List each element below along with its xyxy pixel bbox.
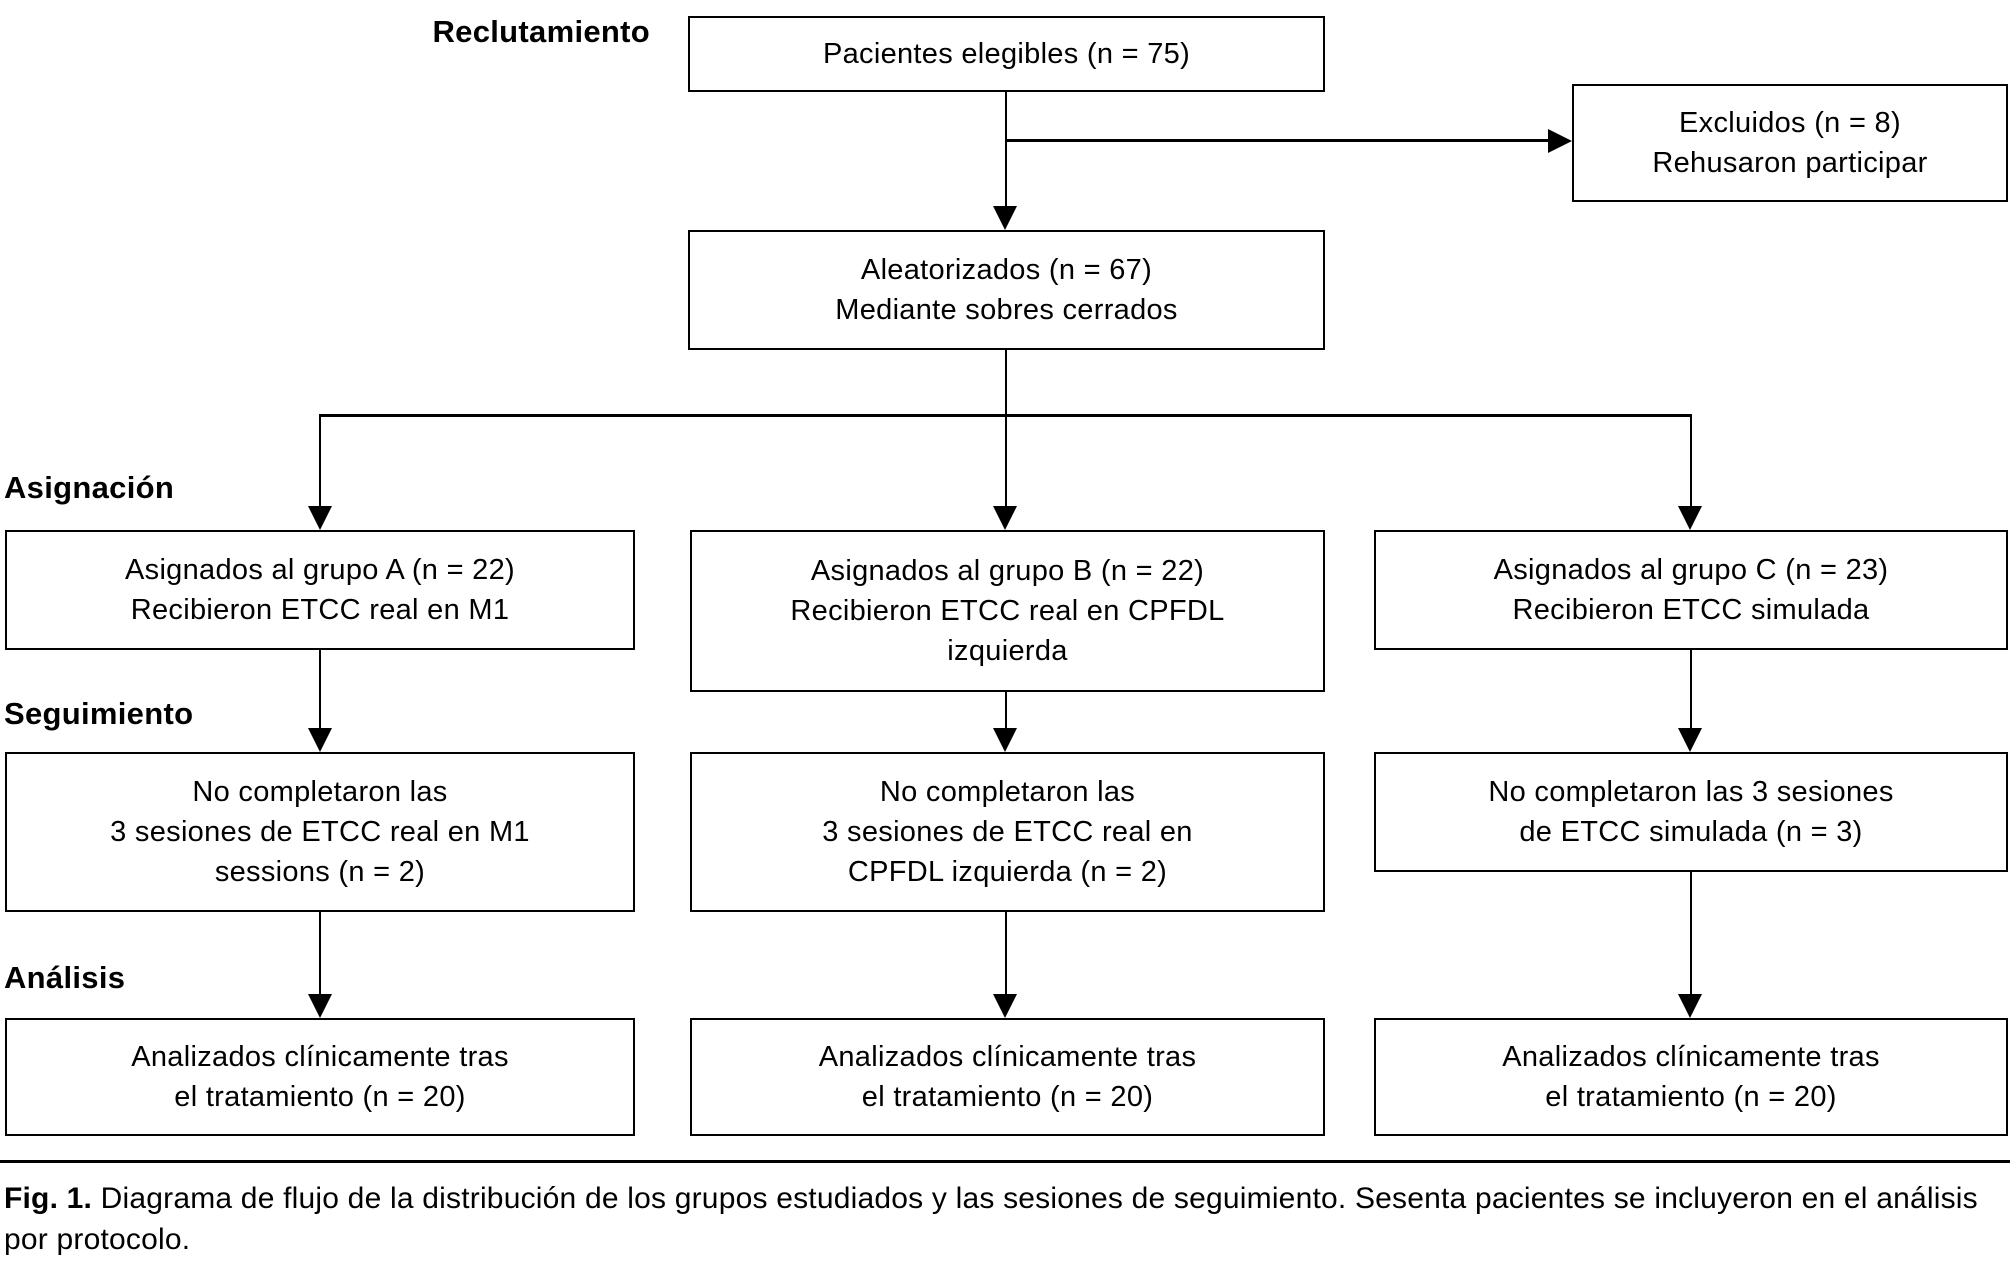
box-assigned-group-b: Asignados al grupo B (n = 22) Recibieron…: [690, 530, 1325, 692]
connector-analysis-b: [1005, 912, 1007, 996]
arrowhead-excluded: [1548, 129, 1572, 153]
stage-label-followup: Seguimiento: [4, 696, 194, 731]
stage-label-allocation: Asignación: [4, 470, 175, 505]
connector-split-b: [1005, 414, 1007, 508]
caption-divider: [0, 1160, 2010, 1163]
arrowhead-assigned-c: [1678, 506, 1702, 530]
arrowhead-followup-a: [308, 728, 332, 752]
arrowhead-followup-b: [993, 728, 1017, 752]
connector-split-a: [319, 414, 321, 508]
box-followup-group-b: No completaron las 3 sesiones de ETCC re…: [690, 752, 1325, 912]
connector-analysis-a: [319, 912, 321, 996]
connector-randomized-split: [1005, 350, 1007, 416]
connector-analysis-c: [1690, 872, 1692, 996]
connector-excluded-branch: [1005, 139, 1550, 142]
box-analyzed-group-c: Analizados clínicamente tras el tratamie…: [1374, 1018, 2008, 1136]
connector-followup-c: [1690, 650, 1692, 730]
arrowhead-assigned-b: [993, 506, 1017, 530]
connector-eligible-randomized: [1005, 92, 1007, 212]
arrowhead-analysis-a: [308, 994, 332, 1018]
box-analyzed-group-a: Analizados clínicamente tras el tratamie…: [5, 1018, 635, 1136]
arrowhead-assigned-a: [308, 506, 332, 530]
box-analyzed-group-b: Analizados clínicamente tras el tratamie…: [690, 1018, 1325, 1136]
box-followup-group-a: No completaron las 3 sesiones de ETCC re…: [5, 752, 635, 912]
box-excluded: Excluidos (n = 8) Rehusaron participar: [1572, 84, 2008, 202]
box-assigned-group-c: Asignados al grupo C (n = 23) Recibieron…: [1374, 530, 2008, 650]
connector-split-c: [1690, 414, 1692, 508]
connector-followup-b: [1005, 692, 1007, 730]
box-randomized: Aleatorizados (n = 67) Mediante sobres c…: [688, 230, 1325, 350]
box-followup-group-c: No completaron las 3 sesiones de ETCC si…: [1374, 752, 2008, 872]
arrowhead-followup-c: [1678, 728, 1702, 752]
arrowhead-analysis-c: [1678, 994, 1702, 1018]
stage-label-analysis: Análisis: [4, 960, 126, 995]
arrowhead-randomized: [993, 206, 1017, 230]
box-assigned-group-a: Asignados al grupo A (n = 22) Recibieron…: [5, 530, 635, 650]
figure-caption: Fig. 1. Diagrama de flujo de la distribu…: [4, 1178, 2004, 1260]
arrowhead-analysis-b: [993, 994, 1017, 1018]
box-eligible: Pacientes elegibles (n = 75): [688, 16, 1325, 92]
stage-label-recruitment: Reclutamiento: [432, 14, 650, 49]
figure-caption-text: Diagrama de flujo de la distribución de …: [4, 1182, 1978, 1256]
figure-caption-label: Fig. 1.: [4, 1182, 93, 1215]
connector-followup-a: [319, 650, 321, 730]
